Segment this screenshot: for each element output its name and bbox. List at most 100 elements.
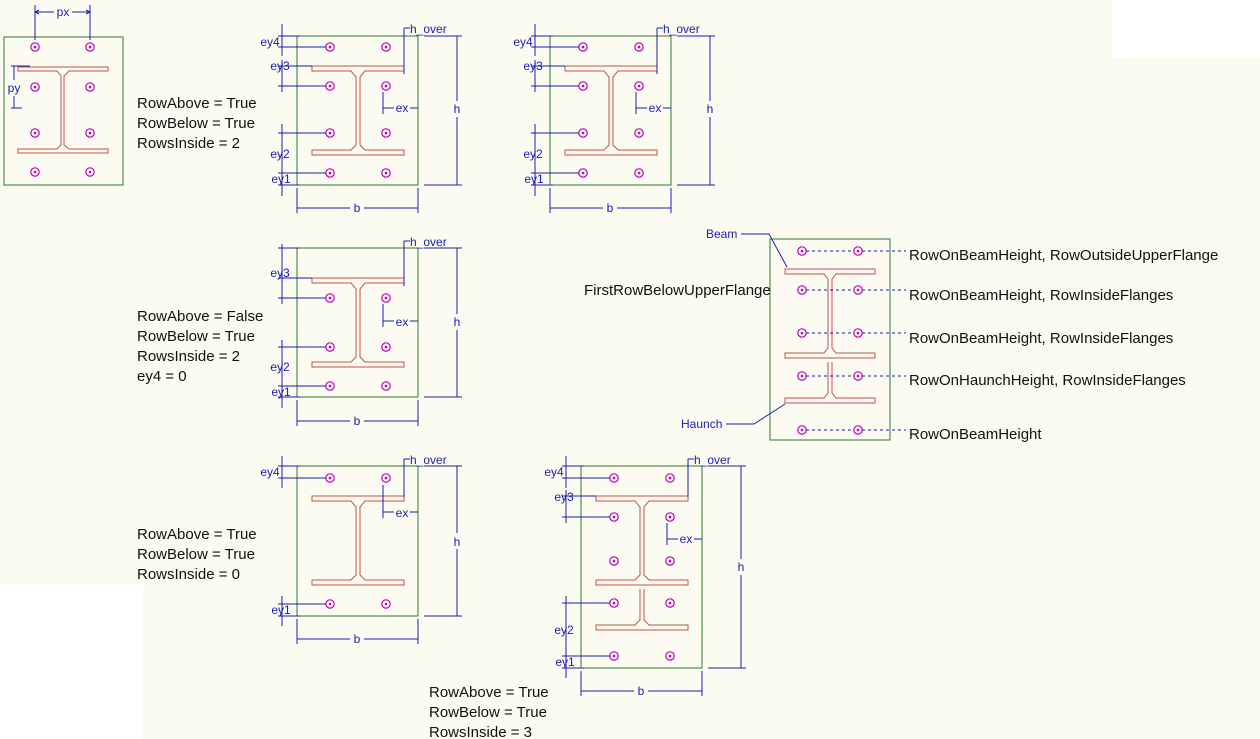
bolt bbox=[381, 381, 391, 391]
end-plate bbox=[296, 465, 419, 617]
bolt bbox=[30, 82, 40, 92]
beam-section bbox=[311, 65, 405, 156]
end-plate bbox=[296, 247, 419, 398]
ex-label: ex bbox=[396, 315, 409, 329]
ey1-label: ey1 bbox=[524, 172, 544, 186]
bolt bbox=[609, 556, 619, 566]
beam-section bbox=[311, 495, 405, 586]
bolt bbox=[381, 293, 391, 303]
bolt bbox=[85, 42, 95, 52]
bolt bbox=[634, 168, 644, 178]
bolt bbox=[634, 42, 644, 52]
b-label: b bbox=[607, 201, 614, 215]
caption-line: RowBelow = True bbox=[137, 115, 255, 132]
ex-label: ex bbox=[680, 532, 693, 546]
caption-line: RowAbove = False bbox=[137, 308, 263, 325]
bolt bbox=[85, 128, 95, 138]
b-label: b bbox=[354, 414, 361, 428]
haunch-label: Haunch bbox=[681, 417, 722, 431]
detail-4: ey4 ey1 h_over ex h b bbox=[260, 453, 462, 646]
ey3-label: ey3 bbox=[554, 490, 574, 504]
caption-line: RowAbove = True bbox=[137, 95, 257, 112]
row-annotation: RowOnBeamHeight, RowOutsideUpperFlange bbox=[909, 247, 1218, 264]
h-over-label: h_over bbox=[663, 22, 700, 36]
ey1-label: ey1 bbox=[271, 603, 291, 617]
ey2-label: ey2 bbox=[270, 147, 290, 161]
bolt bbox=[381, 42, 391, 52]
ey3-label: ey3 bbox=[523, 59, 543, 73]
beam-section bbox=[784, 268, 876, 359]
caption-detail-3: RowAbove = False RowBelow = True RowsIns… bbox=[137, 308, 263, 385]
ey3-label: ey3 bbox=[270, 59, 290, 73]
first-row-below-label: FirstRowBelowUpperFlange bbox=[584, 282, 771, 299]
b-label: b bbox=[638, 684, 645, 698]
ey2-label: ey2 bbox=[554, 623, 574, 637]
ey4-label: ey4 bbox=[544, 465, 564, 479]
beam-section bbox=[595, 495, 689, 586]
caption-line: RowAbove = True bbox=[137, 526, 257, 543]
beam-section bbox=[564, 65, 658, 156]
bolt bbox=[665, 651, 675, 661]
row-annotation: RowOnBeamHeight, RowInsideFlanges bbox=[909, 330, 1173, 347]
caption-line: ey4 = 0 bbox=[137, 368, 187, 385]
h-label: h bbox=[707, 102, 714, 116]
row-classification-detail: Beam Haunch FirstRowBelowUpperFlange Row… bbox=[584, 227, 1218, 443]
ey1-label: ey1 bbox=[555, 655, 575, 669]
ey1-label: ey1 bbox=[271, 172, 291, 186]
row-annotation: RowOnBeamHeight bbox=[909, 426, 1042, 443]
ex-label: ex bbox=[396, 506, 409, 520]
h-label: h bbox=[738, 560, 745, 574]
caption-detail-1: RowAbove = True RowBelow = True RowsInsi… bbox=[137, 95, 257, 152]
caption-line: RowBelow = True bbox=[429, 704, 547, 721]
px-label: px bbox=[57, 5, 70, 19]
caption-detail-4: RowAbove = True RowBelow = True RowsInsi… bbox=[137, 526, 257, 583]
end-plate bbox=[3, 36, 124, 186]
h-over-label: h_over bbox=[410, 22, 447, 36]
bolt bbox=[30, 128, 40, 138]
caption-line: RowAbove = True bbox=[429, 684, 549, 701]
haunch-section bbox=[784, 362, 876, 404]
caption-line: RowsInside = 2 bbox=[137, 348, 240, 365]
bolt bbox=[665, 473, 675, 483]
ey3-label: ey3 bbox=[270, 266, 290, 280]
pitch-reference-detail: px py bbox=[3, 5, 124, 186]
bolt bbox=[665, 556, 675, 566]
ey4-label: ey4 bbox=[260, 35, 280, 49]
bolt bbox=[85, 167, 95, 177]
ey2-label: ey2 bbox=[270, 360, 290, 374]
end-plate bbox=[296, 35, 419, 186]
beam-section bbox=[311, 277, 405, 368]
bolt bbox=[634, 128, 644, 138]
bolt-group bbox=[30, 42, 95, 177]
end-plate bbox=[769, 238, 891, 441]
ex-label: ex bbox=[396, 101, 409, 115]
bolt bbox=[30, 42, 40, 52]
bolt bbox=[381, 168, 391, 178]
b-label: b bbox=[354, 201, 361, 215]
h-over-label: h_over bbox=[694, 453, 731, 467]
bolt bbox=[381, 128, 391, 138]
bolt bbox=[381, 342, 391, 352]
ey4-label: ey4 bbox=[260, 465, 280, 479]
h-label: h bbox=[454, 315, 461, 329]
bolt bbox=[634, 81, 644, 91]
bolt bbox=[381, 473, 391, 483]
b-label: b bbox=[354, 632, 361, 646]
detail-2: ey4 ey3 ey2 ey1 h_over ex h b bbox=[513, 22, 715, 215]
caption-line: RowBelow = True bbox=[137, 328, 255, 345]
bolt bbox=[381, 599, 391, 609]
row-annotation: RowOnHaunchHeight, RowInsideFlanges bbox=[909, 372, 1186, 389]
bolt bbox=[381, 81, 391, 91]
beam-section bbox=[17, 66, 109, 154]
bolt bbox=[665, 512, 675, 522]
beam-label: Beam bbox=[706, 227, 737, 241]
bolt bbox=[665, 598, 675, 608]
drawing-background bbox=[143, 585, 1112, 739]
caption-line: RowBelow = True bbox=[137, 546, 255, 563]
drawing-background bbox=[1112, 660, 1260, 739]
row-annotation: RowOnBeamHeight, RowInsideFlanges bbox=[909, 287, 1173, 304]
caption-line: RowsInside = 3 bbox=[429, 724, 532, 739]
bolt bbox=[30, 167, 40, 177]
h-over-label: h_over bbox=[410, 235, 447, 249]
